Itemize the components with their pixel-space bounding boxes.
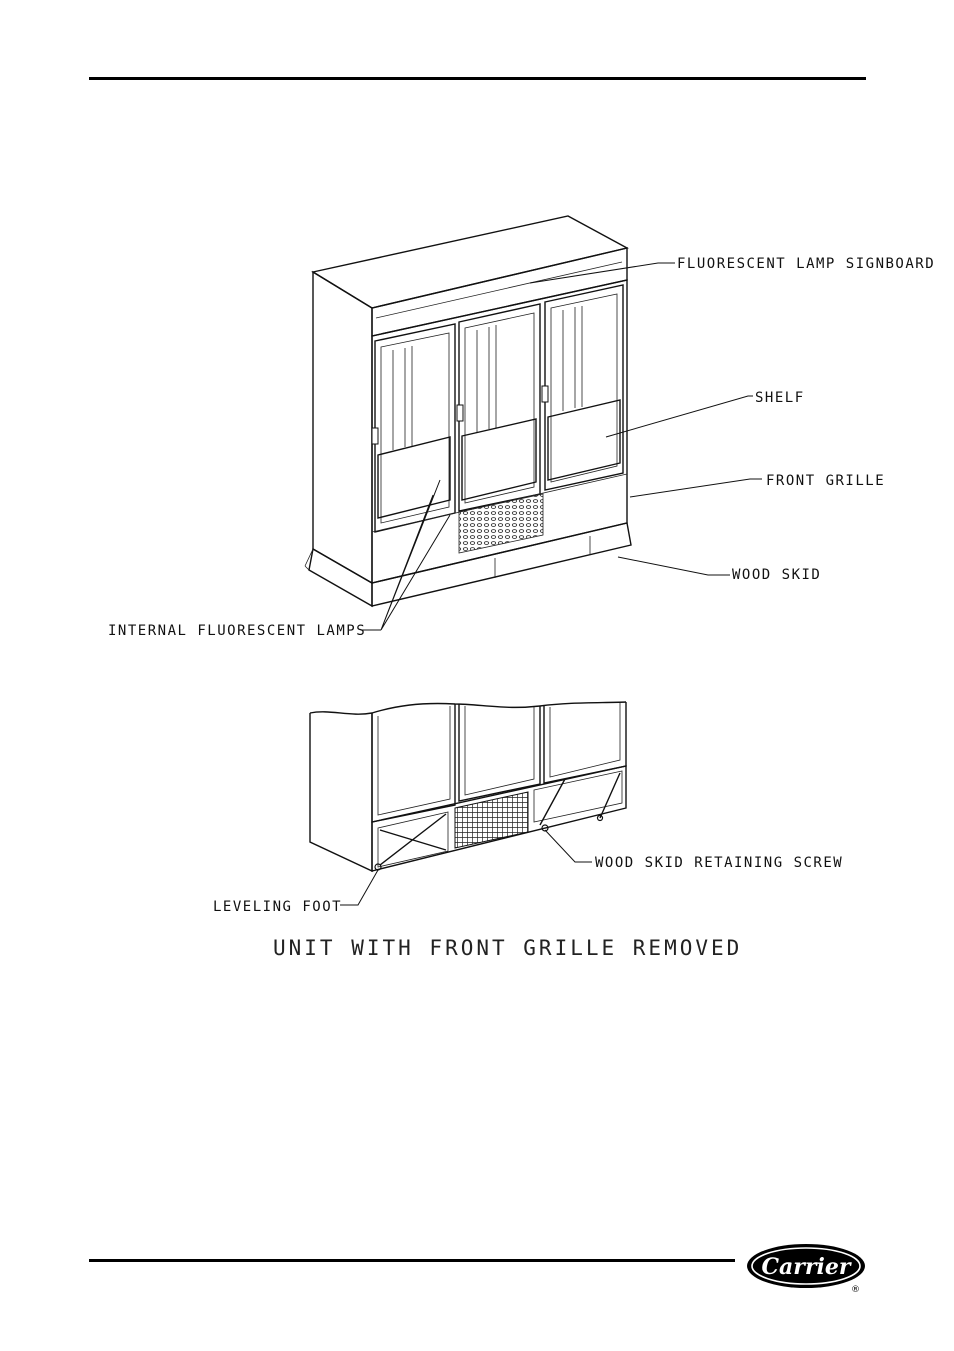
figure-caption: UNIT WITH FRONT GRILLE REMOVED [273, 936, 742, 960]
carrier-logo-text: Carrier [762, 1254, 852, 1280]
label-wood-skid: WOOD SKID [732, 567, 821, 583]
label-retaining-screw: WOOD SKID RETAINING SCREW [595, 855, 843, 871]
leader-lines-bottom [340, 829, 592, 906]
label-front-grille: FRONT GRILLE [766, 473, 885, 489]
header-rule [89, 77, 866, 80]
grille-removed-illustration [309, 701, 627, 873]
label-signboard: FLUORESCENT LAMP SIGNBOARD [677, 256, 935, 272]
footer-rule [89, 1259, 735, 1262]
label-shelf: SHELF [755, 390, 805, 406]
leader-lines-top [361, 262, 762, 631]
registered-mark: ® [851, 1285, 860, 1295]
callout-labels: FLUORESCENT LAMP SIGNBOARD SHELF FRONT G… [108, 256, 935, 960]
carrier-logo: Carrier ® [747, 1244, 865, 1295]
cooler-illustration [304, 215, 632, 608]
label-internal-lamps: INTERNAL FLUORESCENT LAMPS [108, 623, 366, 639]
label-leveling-foot: LEVELING FOOT [213, 899, 342, 915]
